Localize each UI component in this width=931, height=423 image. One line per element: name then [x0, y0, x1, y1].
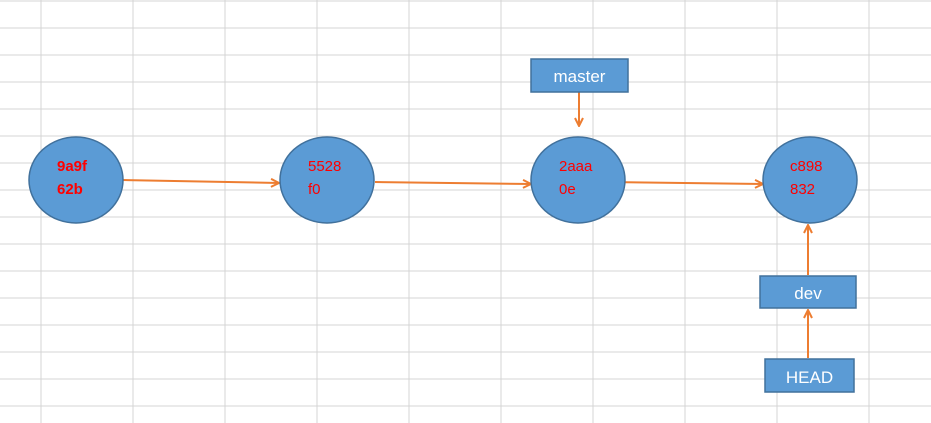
branch-label-text: master [554, 67, 606, 86]
branch-label-master: master [530, 58, 629, 93]
commit-hash-line1: 2aaa [559, 158, 593, 175]
arrow-5528-to-2aaa [374, 182, 531, 184]
arrow-9a9f-to-5528 [122, 180, 279, 183]
commit-hash-line2: f0 [308, 181, 321, 198]
commit-hash-line1: c898 [790, 158, 823, 175]
head-label-text: HEAD [786, 368, 833, 387]
branch-label-text: dev [794, 284, 822, 303]
commit-hash-line1: 5528 [308, 158, 341, 175]
commit-hash-line2: 0e [559, 181, 576, 198]
branch-label-dev: dev [759, 275, 857, 309]
commit-node-2aaa0e: 2aaa 0e [530, 136, 626, 224]
commit-node-c898832: c898 832 [762, 136, 858, 224]
arrow-2aaa-to-c898 [605, 182, 763, 184]
commit-node-5528f0: 5528 f0 [279, 136, 375, 224]
commit-hash-line1: 9a9f [57, 158, 88, 175]
commit-hash-line2: 62b [57, 181, 83, 198]
commit-hash-line2: 832 [790, 181, 815, 198]
head-label: HEAD [764, 358, 855, 393]
commit-node-9a9f62b: 9a9f 62b [28, 136, 124, 224]
